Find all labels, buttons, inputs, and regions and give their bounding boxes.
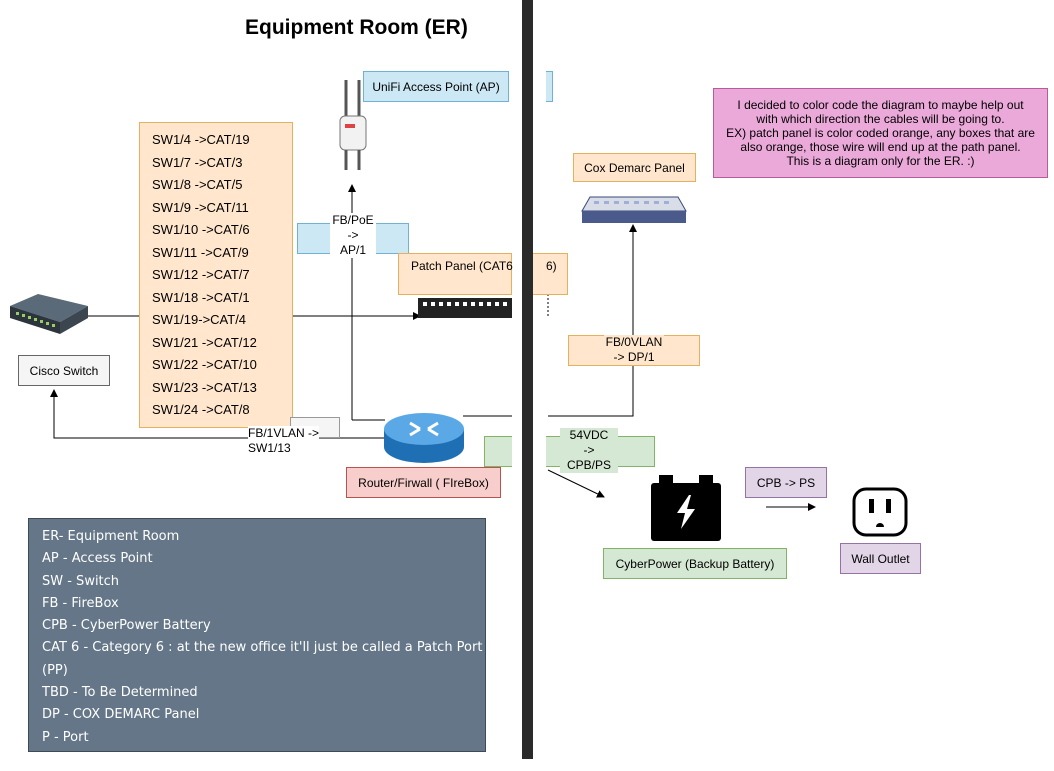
port-row: SW1/7 ->CAT/3 bbox=[152, 154, 243, 170]
router-node[interactable]: Router/Firwall ( FIreBox) bbox=[346, 467, 501, 498]
legend-item: DP - COX DEMARC Panel bbox=[42, 707, 200, 723]
legend: ER- Equipment Room AP - Access Point SW … bbox=[28, 518, 486, 767]
ap-node-edge bbox=[546, 71, 553, 102]
legend-item: PS- Power Supply (Cable) bbox=[42, 751, 206, 767]
cox-demarc-node[interactable]: Cox Demarc Panel bbox=[573, 153, 696, 182]
legend-item: FB - FireBox bbox=[42, 595, 119, 611]
vdc-box-left bbox=[484, 436, 512, 467]
legend-item: SW - Switch bbox=[42, 573, 120, 589]
switch-icon bbox=[10, 294, 88, 334]
legend-item: P - Port bbox=[42, 729, 89, 745]
diagram-title: Equipment Room (ER) bbox=[245, 16, 468, 39]
port-row: SW1/12 ->CAT/7 bbox=[152, 267, 250, 282]
vdc-label: 54VDC -> CPB/PS bbox=[560, 428, 618, 473]
router-icon bbox=[384, 413, 464, 463]
cpb-ps-label: CPB -> PS bbox=[745, 467, 827, 498]
color-code-note: I decided to color code the diagram to m… bbox=[713, 88, 1048, 178]
wall-outlet-node[interactable]: Wall Outlet bbox=[840, 543, 921, 574]
patch-panel-node[interactable] bbox=[398, 253, 512, 295]
demarc-panel-icon bbox=[581, 196, 687, 223]
legend-item: ER- Equipment Room bbox=[42, 529, 180, 544]
port-row: SW1/11 ->CAT/9 bbox=[152, 244, 249, 260]
port-row: SW1/8 ->CAT/5 bbox=[152, 177, 243, 192]
fb-poe-label: FB/PoE -> AP/1 bbox=[330, 213, 376, 258]
legend-item: CAT 6 - Category 6 : at the new office i… bbox=[42, 640, 483, 678]
legend-item: TBD - To Be Determined bbox=[42, 685, 198, 701]
port-row: SW1/18 ->CAT/1 bbox=[152, 289, 250, 305]
port-row: SW1/9 ->CAT/11 bbox=[152, 199, 249, 215]
port-row: SW1/24 ->CAT/8 bbox=[152, 402, 250, 417]
port-row: SW1/19->CAT/4 bbox=[152, 312, 247, 327]
patch-panel-label: Patch Panel (CAT6 bbox=[411, 259, 513, 273]
cisco-switch-node[interactable]: Cisco Switch bbox=[18, 355, 110, 386]
access-point-icon bbox=[339, 80, 367, 170]
page-divider bbox=[522, 0, 533, 759]
switch-port-map: SW1/4 ->CAT/19 SW1/7 ->CAT/3 SW1/8 ->CAT… bbox=[139, 122, 293, 428]
port-row: SW1/23 ->CAT/13 bbox=[152, 379, 257, 395]
patch-panel-node-edge bbox=[533, 253, 568, 295]
port-row: SW1/22 ->CAT/10 bbox=[152, 357, 257, 372]
cyberpower-node[interactable]: CyberPower (Backup Battery) bbox=[603, 548, 787, 579]
ap-node[interactable]: UniFi Access Point (AP) bbox=[363, 71, 509, 102]
edge-router-cyberpower bbox=[547, 469, 605, 498]
battery-icon bbox=[651, 475, 721, 541]
wall-outlet-icon bbox=[852, 487, 908, 537]
patch-panel-icon bbox=[418, 298, 512, 318]
port-row: SW1/4 ->CAT/19 bbox=[152, 132, 250, 147]
fb-1vlan-label: FB/1VLAN -> SW1/13 bbox=[248, 426, 320, 456]
patch-panel-label-tail: 6) bbox=[546, 259, 557, 273]
fb-0vlan-label: FB/0VLAN -> DP/1 bbox=[604, 335, 664, 365]
legend-item: CPB - CyberPower Battery bbox=[42, 618, 211, 634]
port-row: SW1/10 ->CAT/6 bbox=[152, 222, 250, 237]
port-row: SW1/21 ->CAT/12 bbox=[152, 334, 257, 350]
legend-item: AP - Access Point bbox=[42, 551, 153, 567]
